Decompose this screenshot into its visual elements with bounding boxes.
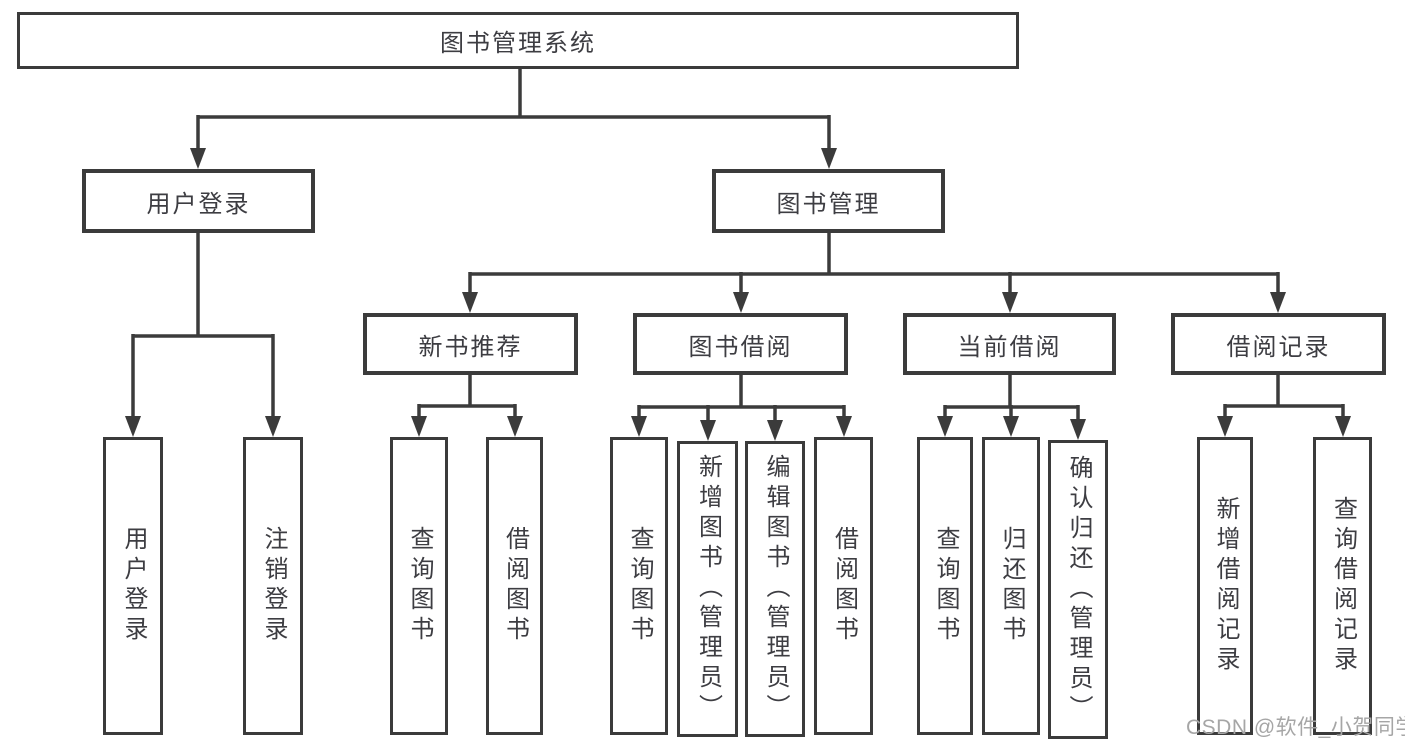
node-label: 新增图书（管理员） xyxy=(694,454,722,724)
node-user-login-branch: 用户登录 xyxy=(82,169,315,233)
node-borrow-books: 借阅图书 xyxy=(486,437,543,735)
connector-book-management-branch xyxy=(462,233,1286,313)
node-label: 查询图书 xyxy=(406,526,433,646)
node-label: 当前借阅 xyxy=(957,333,1062,361)
node-label: 借阅记录 xyxy=(1226,333,1331,361)
node-edit-books-admin: 编辑图书（管理员） xyxy=(745,441,805,737)
node-label: 确认归还（管理员） xyxy=(1065,454,1092,725)
node-label: 新增借阅记录 xyxy=(1212,496,1239,676)
node-current-borrow: 当前借阅 xyxy=(903,313,1116,375)
node-library-management-system: 图书管理系统 xyxy=(17,12,1019,69)
node-query-books: 查询图书 xyxy=(917,437,973,735)
connector-user-login-branch xyxy=(125,233,281,437)
node-label: 图书借阅 xyxy=(688,333,793,361)
connector-current-borrow-branch xyxy=(937,375,1086,440)
node-return-books: 归还图书 xyxy=(982,437,1040,735)
node-user-login: 用户登录 xyxy=(103,437,163,735)
node-confirm-return-admin: 确认归还（管理员） xyxy=(1048,440,1108,739)
node-query-books: 查询图书 xyxy=(390,437,448,735)
node-label: 注销登录 xyxy=(260,526,287,646)
node-label: 查询借阅记录 xyxy=(1329,496,1357,676)
connector-root-to-level2 xyxy=(190,66,837,169)
node-label: 借阅图书 xyxy=(830,526,858,646)
node-borrow-books: 借阅图书 xyxy=(814,437,873,735)
node-query-borrow-record: 查询借阅记录 xyxy=(1313,437,1372,735)
node-label: 编辑图书（管理员） xyxy=(762,454,789,724)
node-book-management-branch: 图书管理 xyxy=(712,169,945,233)
node-add-books-admin: 新增图书（管理员） xyxy=(677,441,738,737)
node-book-borrow: 图书借阅 xyxy=(633,313,848,375)
node-label: 用户登录 xyxy=(146,190,251,218)
node-label: 用户登录 xyxy=(120,526,147,646)
node-label: 归还图书 xyxy=(998,526,1025,646)
connector-borrow-records-branch xyxy=(1217,375,1351,437)
connector-book-borrow-branch xyxy=(631,375,852,441)
node-label: 图书管理 xyxy=(776,190,881,218)
node-new-book-recommend: 新书推荐 xyxy=(363,313,578,375)
node-logout: 注销登录 xyxy=(243,437,303,735)
node-label: 查询图书 xyxy=(932,526,959,646)
node-borrow-records: 借阅记录 xyxy=(1171,313,1386,375)
node-label: 查询图书 xyxy=(626,526,653,646)
csdn-watermark: CSDN @软件_小贺同学 xyxy=(1186,716,1405,739)
node-label: 新书推荐 xyxy=(418,333,523,361)
node-query-books: 查询图书 xyxy=(610,437,668,735)
node-label: 借阅图书 xyxy=(501,526,529,646)
node-label: 图书管理系统 xyxy=(440,30,596,57)
connector-new-book-recommend-branch xyxy=(411,375,523,437)
node-add-borrow-record: 新增借阅记录 xyxy=(1197,437,1253,735)
